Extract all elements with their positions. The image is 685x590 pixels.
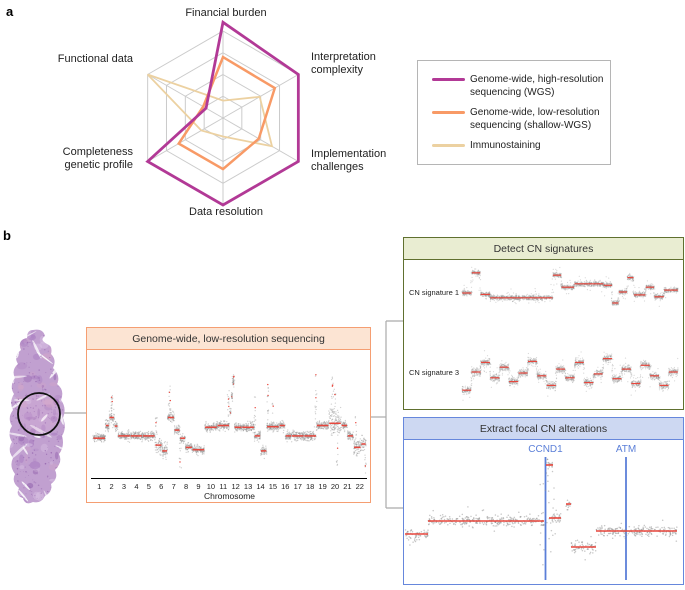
- radar-chart: [145, 19, 300, 207]
- x-axis-title: Chromosome: [204, 491, 255, 501]
- chromosome-tick-label: 9: [196, 482, 200, 491]
- immunostaining-line-swatch: [432, 144, 465, 147]
- wgs-line-swatch: [432, 78, 465, 81]
- radar-axis-functional-data: Functional data: [57, 53, 133, 65]
- chromosome-tick-label: 8: [184, 482, 188, 491]
- track-label: CN signature 3: [409, 368, 459, 377]
- chromosome-tick-label: 4: [134, 482, 138, 491]
- chromosome-tick-label: 13: [244, 482, 252, 491]
- radar-series-2: [147, 73, 274, 148]
- radar-legend: Genome-wide, high-resolution sequencing …: [417, 60, 611, 165]
- legend-item-immunostaining: Immunostaining: [432, 139, 608, 152]
- radar-series-0: [145, 19, 300, 207]
- scatter-points: [461, 350, 679, 401]
- segment-mean-lines: [93, 374, 367, 467]
- chromosome-tick-label: 10: [207, 482, 215, 491]
- panel-a-label: a: [6, 4, 14, 19]
- chromosome-tick-label: 15: [269, 482, 277, 491]
- histology-image: [9, 329, 65, 504]
- gene-label: CCND1: [528, 444, 563, 455]
- segment-mean-lines: [462, 272, 678, 304]
- cn-signatures-plot: CN signature 1 CN signature 3: [409, 266, 679, 401]
- chromosome-tick-label: 3: [122, 482, 126, 491]
- radar-axis-implementation-challenges: Implementation challenges: [311, 148, 387, 174]
- chromosome-tick-label: 11: [219, 482, 227, 491]
- shallow-wgs-box-title: Genome-wide, low-resolution sequencing: [87, 328, 370, 350]
- radar-axis-data-resolution: Data resolution: [189, 206, 263, 218]
- radar-axis-financial-burden: Financial burden: [185, 7, 267, 19]
- region-of-interest-circle: [17, 392, 61, 436]
- cn-signatures-box-title: Detect CN signatures: [404, 238, 683, 260]
- panel-b-label: b: [3, 228, 11, 243]
- scatter-points: [92, 374, 367, 474]
- chromosome-tick-label: 12: [232, 482, 240, 491]
- shallow-wgs-line-swatch: [432, 111, 465, 114]
- shallow-wgs-box: Genome-wide, low-resolution sequencing 1…: [86, 327, 371, 503]
- radar-series-1: [176, 55, 277, 171]
- scatter-points: [404, 458, 678, 566]
- chromosome-tick-label: 18: [306, 482, 314, 491]
- chromosome-tick-label: 16: [281, 482, 289, 491]
- segment-mean-lines: [462, 357, 678, 391]
- chromosome-tick-label: 6: [159, 482, 163, 491]
- gene-lines: CCND1 ATM: [528, 444, 636, 580]
- chromosome-tick-label: 14: [256, 482, 264, 491]
- gene-label: ATM: [616, 444, 636, 455]
- chromosome-tick-label: 19: [318, 482, 326, 491]
- chromosome-tick-label: 5: [147, 482, 151, 491]
- legend-label-shallow-wgs: Genome-wide, low-resolution sequencing (…: [470, 107, 600, 131]
- chromosome-tick-label: 1: [97, 482, 101, 491]
- radar-axis-completeness-genetic-profile: Completeness genetic profile: [62, 146, 133, 172]
- legend-item-wgs: Genome-wide, high-resolution sequencing …: [432, 73, 608, 99]
- focal-alterations-box-title: Extract focal CN alterations: [404, 418, 683, 440]
- chromosome-tick-label: 22: [356, 482, 364, 491]
- segment-mean-lines: [405, 464, 677, 548]
- legend-item-shallow-wgs: Genome-wide, low-resolution sequencing (…: [432, 106, 608, 132]
- focal-alterations-plot: CCND1 ATM: [404, 444, 678, 580]
- chromosome-tick-label: 21: [343, 482, 351, 491]
- radar-axis-interpretation-complexity: Interpretation complexity: [311, 51, 376, 77]
- chromosome-tick-label: 2: [110, 482, 114, 491]
- chromosome-tick-label: 20: [331, 482, 339, 491]
- focal-alterations-box: Extract focal CN alterations CCND1 ATM: [403, 417, 684, 585]
- chromosome-tick-label: 7: [172, 482, 176, 491]
- legend-label-immunostaining: Immunostaining: [470, 140, 541, 151]
- chromosome-tick-label: 17: [294, 482, 302, 491]
- track-label: CN signature 1: [409, 288, 459, 297]
- legend-label-wgs: Genome-wide, high-resolution sequencing …: [470, 74, 604, 98]
